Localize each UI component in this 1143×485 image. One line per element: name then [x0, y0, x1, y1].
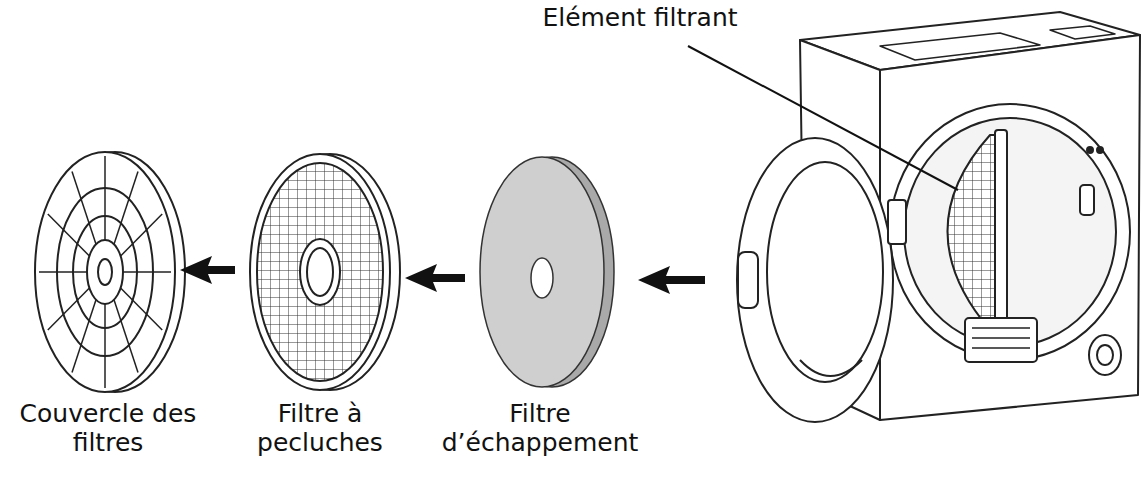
lint-hub	[300, 239, 340, 305]
cover-spoke	[121, 214, 163, 256]
cover-spoke	[48, 288, 90, 330]
cover-spoke	[114, 300, 138, 373]
door-window	[767, 162, 883, 382]
dryer-top-panel	[1050, 26, 1115, 39]
lint-filter	[250, 154, 400, 390]
direction-arrow	[180, 256, 235, 284]
lint-frame	[250, 154, 390, 390]
filter-element	[948, 135, 1003, 330]
control-knob	[1089, 335, 1121, 375]
direction-arrows	[180, 256, 705, 294]
part-label: Filtre d’échappement	[440, 400, 640, 458]
screw	[1097, 147, 1103, 153]
door-latch	[1080, 185, 1094, 215]
exhaust-face	[480, 157, 604, 387]
dryer-door	[737, 138, 893, 422]
lint-hub-hole	[307, 248, 333, 296]
drum-interior	[904, 118, 1116, 346]
direction-arrow	[405, 264, 465, 292]
lint-mesh	[257, 163, 383, 381]
exhaust-filter	[480, 157, 614, 387]
cover-hub	[87, 240, 123, 304]
cover-face	[35, 152, 175, 392]
cover-spoke	[104, 304, 106, 388]
cover-spoke	[72, 172, 96, 245]
direction-arrow	[638, 266, 705, 294]
cover-spoke	[121, 288, 163, 330]
part-label: Couvercle des filtres	[3, 400, 213, 458]
cover-spoke	[114, 172, 138, 245]
cover-hub-hole	[98, 259, 112, 285]
filter-element-bar	[995, 130, 1007, 335]
door-handle	[738, 252, 758, 308]
dryer-front	[880, 35, 1140, 420]
cover-spoke	[123, 271, 171, 273]
cover-spoke	[104, 156, 106, 240]
door-lip	[800, 360, 862, 376]
cover-spoke	[72, 300, 96, 373]
cover-spokes	[39, 156, 171, 388]
dryer-vent-slots	[972, 328, 1030, 348]
cover-spoke	[39, 271, 87, 273]
callout-label: Elément filtrant	[505, 4, 775, 33]
dryer-vent	[965, 318, 1037, 362]
dryer	[737, 12, 1140, 422]
filter-cover	[35, 152, 185, 392]
control-knob-center	[1097, 345, 1113, 365]
screw	[1087, 147, 1093, 153]
leader-line	[688, 46, 958, 190]
exhaust-hole	[531, 258, 553, 298]
door-hinge	[888, 200, 906, 244]
part-label: Filtre à pecluches	[250, 400, 390, 458]
cover-spoke	[48, 214, 90, 256]
